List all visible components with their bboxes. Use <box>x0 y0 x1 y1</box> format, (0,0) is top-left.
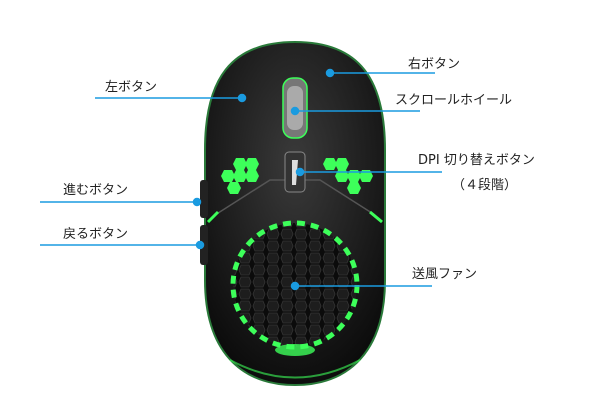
mouse <box>200 40 386 387</box>
label-dpi-button: DPI 切り替えボタン <box>418 153 535 168</box>
callout-lines <box>40 68 442 291</box>
side-button-forward <box>200 180 208 218</box>
label-dpi-steps: （４段階） <box>452 178 518 193</box>
label-left-button: 左ボタン <box>105 80 158 95</box>
label-fan: 送風ファン <box>412 267 478 282</box>
label-right-button: 右ボタン <box>408 57 461 72</box>
led-hexes-left <box>221 158 259 194</box>
label-forward-button: 進むボタン <box>63 183 129 198</box>
label-back-button: 戻るボタン <box>63 227 129 242</box>
led-hexes-right <box>323 158 373 194</box>
label-scroll-wheel: スクロールホイール <box>395 93 513 108</box>
